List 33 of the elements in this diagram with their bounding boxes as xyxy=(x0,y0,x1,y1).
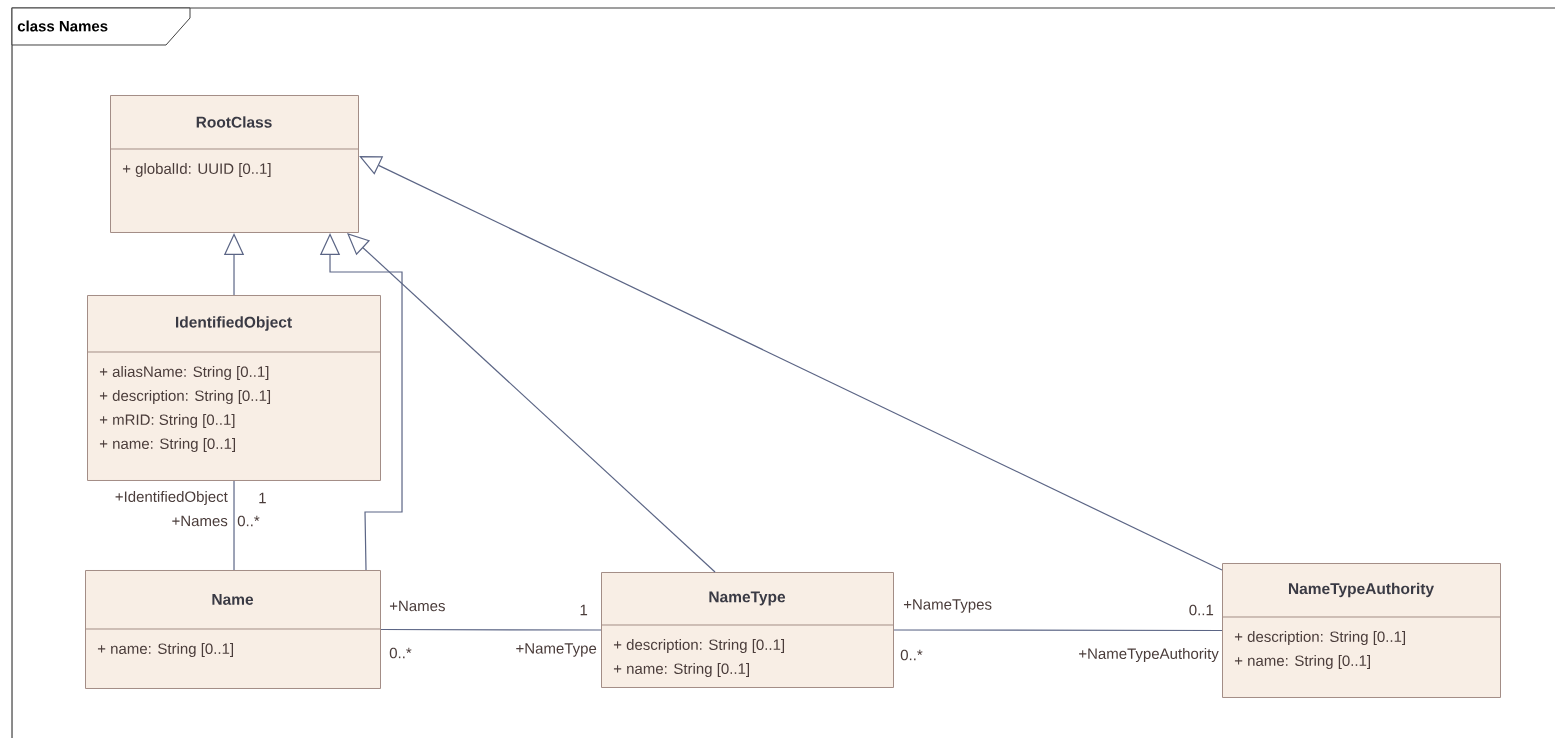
class-name: NameType xyxy=(709,591,786,606)
attribute-text: + name: String [0..1] xyxy=(99,438,235,452)
attribute-text: + aliasName: String [0..1] xyxy=(99,366,269,380)
attribute-text: + mRID: String [0..1] xyxy=(99,414,235,428)
class-name: NameTypeAuthority xyxy=(1289,582,1434,598)
multiplicity-label: 1 xyxy=(580,604,588,616)
association-line xyxy=(380,628,602,631)
class-name: Name xyxy=(212,594,254,605)
class-name: IdentifiedObject xyxy=(176,316,292,331)
class-name: RootClass xyxy=(196,116,272,128)
class-box xyxy=(86,295,381,481)
attribute-text: + name: String [0..1] xyxy=(1234,655,1370,669)
attribute-text: + globalId: UUID [0..1] xyxy=(122,163,271,177)
role-label: +Names xyxy=(172,515,228,527)
association-line xyxy=(233,480,235,571)
class-box xyxy=(600,572,894,688)
generalization-arrow xyxy=(319,233,403,571)
multiplicity-label: 0..1 xyxy=(1189,604,1214,616)
multiplicity-label: 0..* xyxy=(237,515,260,527)
attribute-text: + description: String [0..1] xyxy=(1234,631,1405,645)
association-line xyxy=(893,629,1223,632)
attribute-text: + description: String [0..1] xyxy=(99,390,270,404)
class-box xyxy=(1221,563,1501,698)
class-box xyxy=(109,95,359,233)
generalization-arrow xyxy=(347,233,716,573)
attribute-text: + name: String [0..1] xyxy=(97,643,233,657)
attribute-text: + description: String [0..1] xyxy=(613,639,784,653)
generalization-arrow xyxy=(359,156,1223,571)
frame-tab: class Names xyxy=(11,7,191,46)
role-label: +IdentifiedObject xyxy=(115,491,228,505)
attribute-text: + name: String [0..1] xyxy=(613,663,749,677)
role-label: +NameType xyxy=(516,643,597,657)
class-box xyxy=(84,570,381,689)
